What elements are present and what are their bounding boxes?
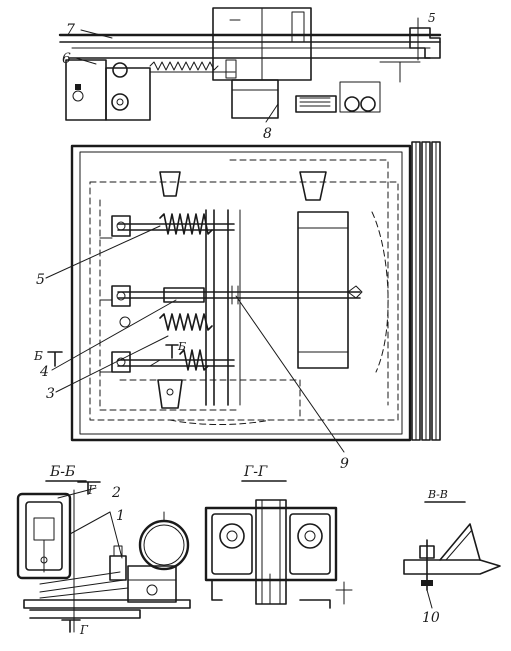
section-mark-b-left: Б — [33, 349, 43, 363]
callout-1: 1 — [116, 508, 125, 524]
callout-2: 2 — [111, 485, 121, 501]
callout-10: 10 — [422, 610, 440, 626]
callout-5-top: 5 — [428, 11, 436, 25]
section-bb-title: Б-Б — [49, 464, 75, 480]
callout-9: 9 — [340, 456, 349, 472]
section-vv-title: В-В — [427, 488, 448, 501]
section-vv-view — [403, 501, 501, 609]
callout-labels: 7 6 5 8 5 4 3 9 2 1 10 — [36, 11, 440, 626]
section-gg-view — [204, 480, 353, 609]
section-mark-b: Б — [177, 340, 186, 353]
section-gg-title: Г-Г — [243, 464, 268, 480]
callout-8: 8 — [263, 126, 272, 142]
section-mark-g-top: Г — [87, 483, 97, 497]
callout-3: 3 — [46, 386, 55, 402]
top-side-view — [58, 7, 442, 121]
callout-7: 7 — [66, 22, 75, 38]
leader-lines — [45, 29, 345, 453]
section-labels: Б-Б Г-Г В-В Б Б Г Г — [33, 340, 448, 637]
main-plan-view — [47, 141, 441, 442]
section-bb-view — [16, 480, 191, 633]
callout-6: 6 — [62, 51, 71, 67]
callout-5: 5 — [36, 272, 45, 288]
callout-4: 4 — [39, 364, 49, 380]
section-mark-g-bottom: Г — [79, 623, 89, 637]
